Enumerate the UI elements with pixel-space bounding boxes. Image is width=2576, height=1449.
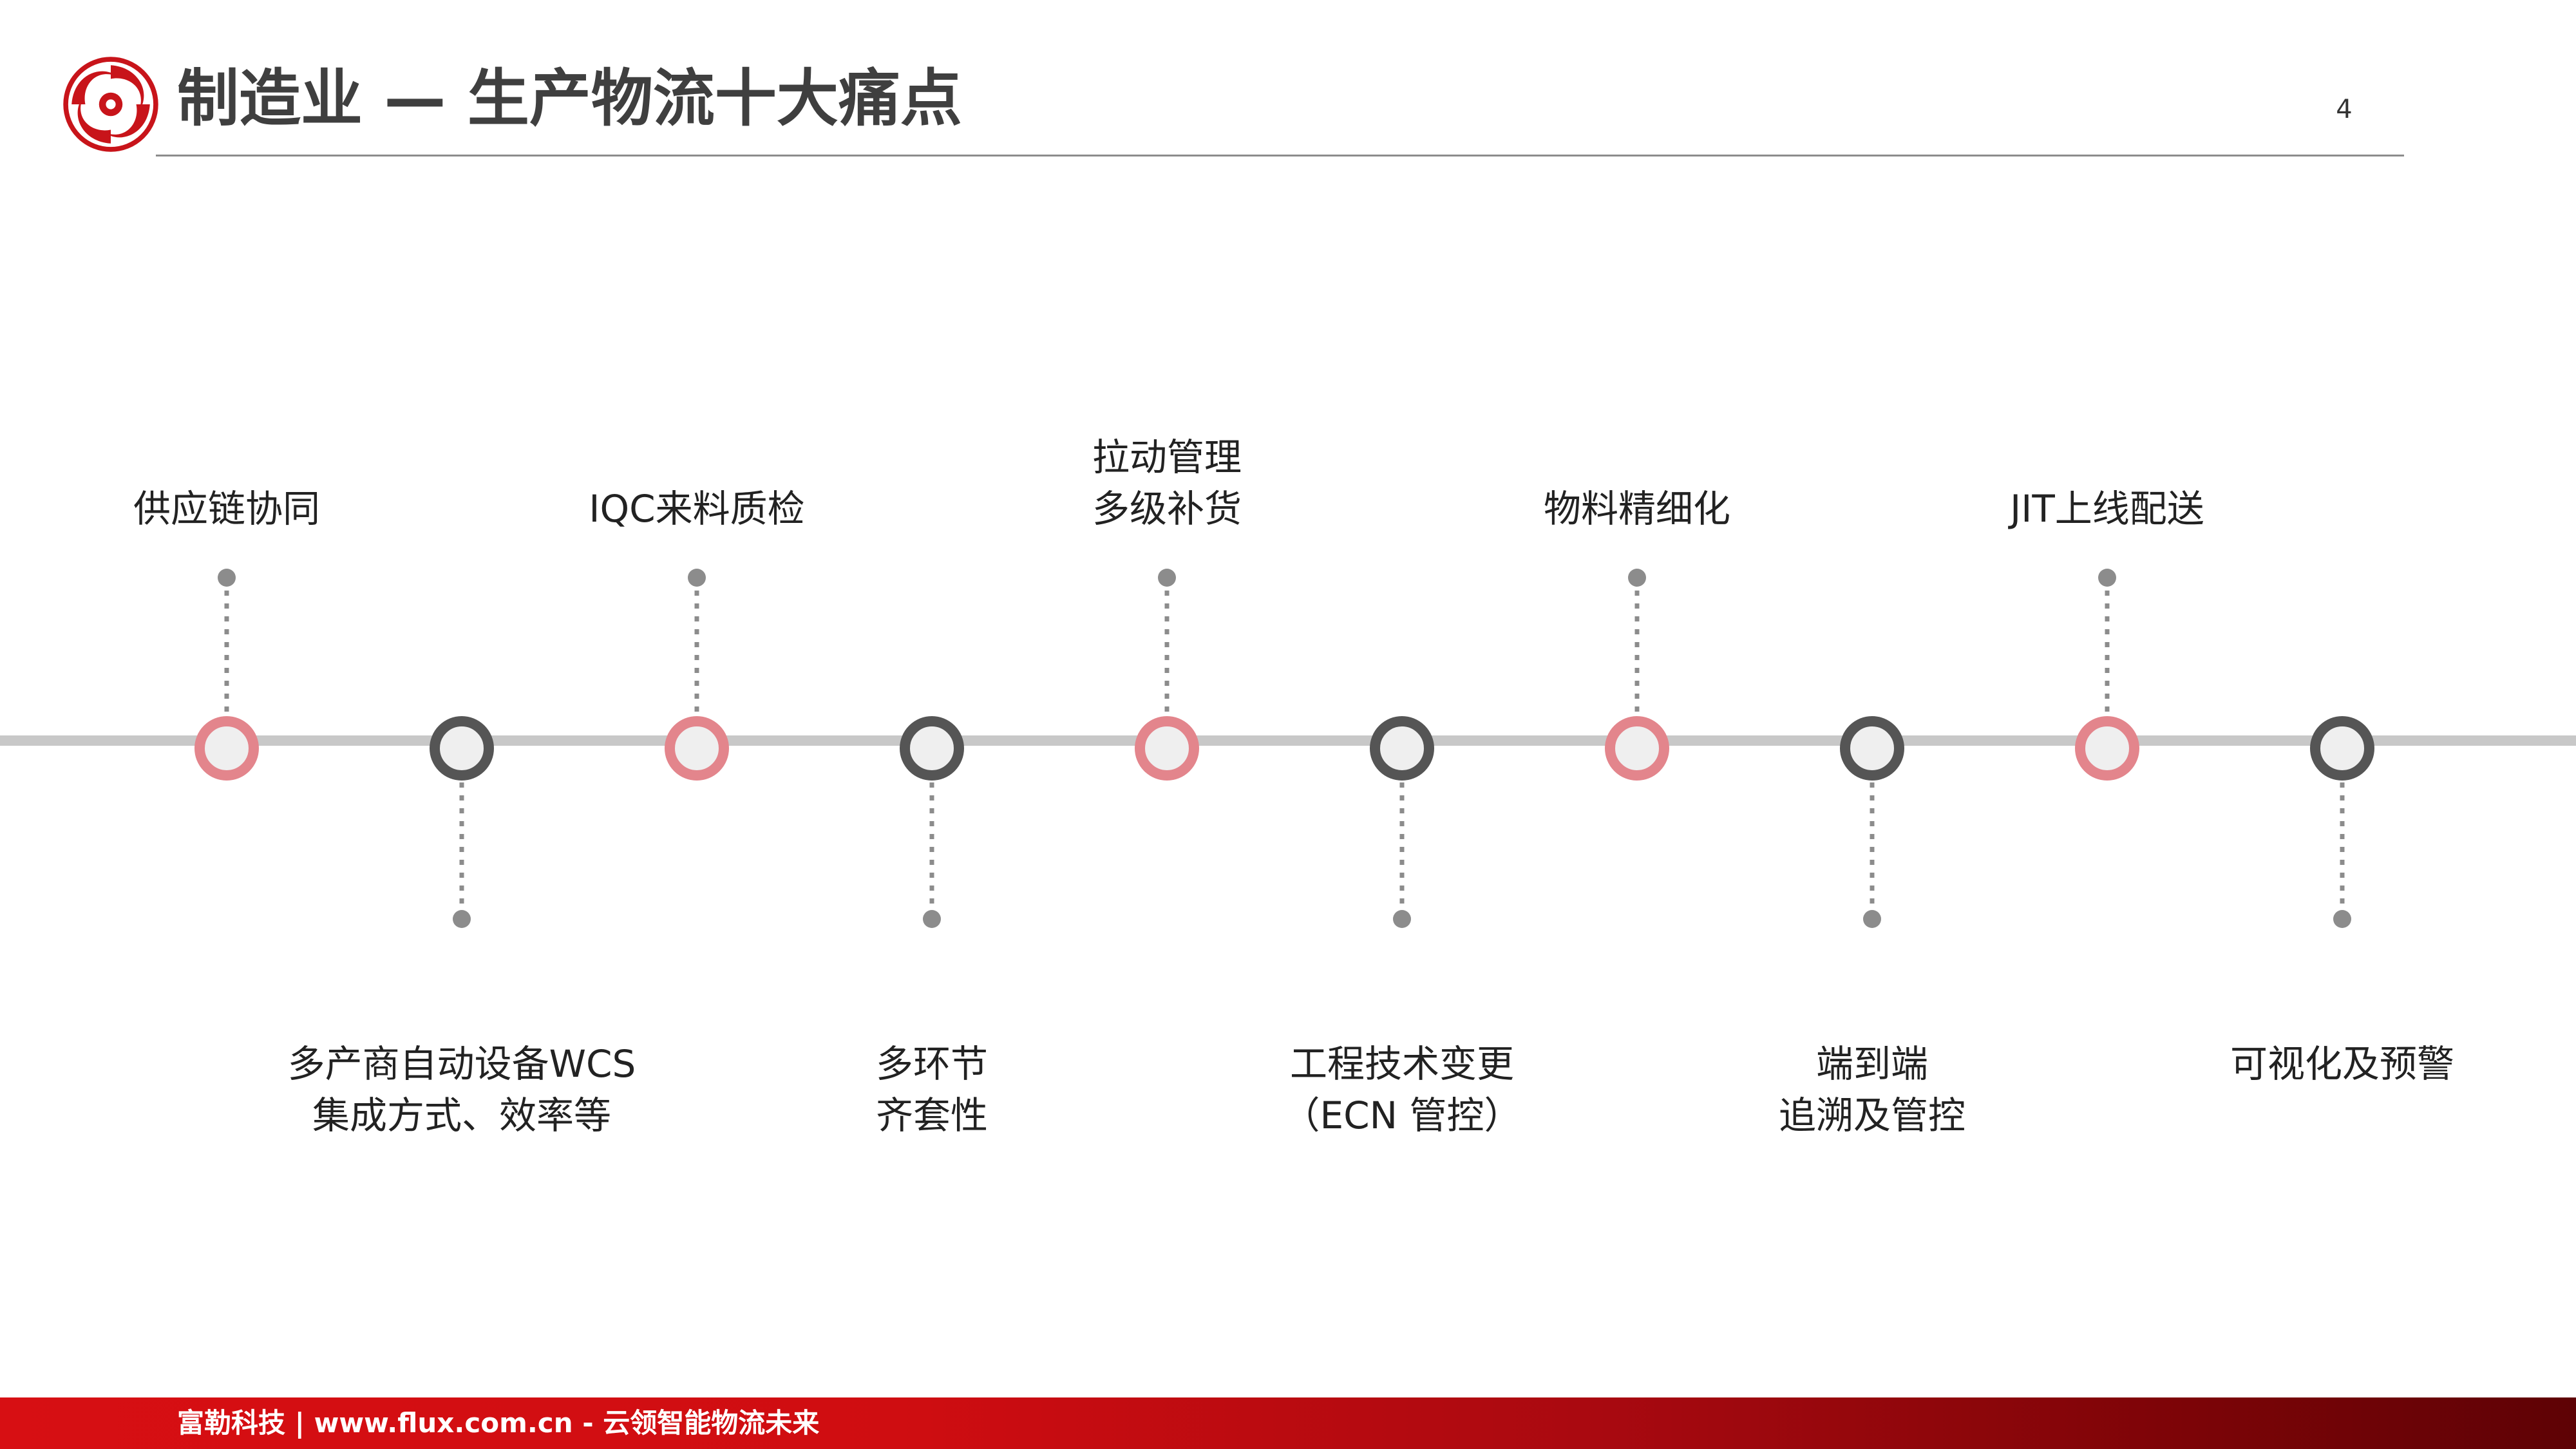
timeline-label-line: 拉动管理: [1092, 435, 1242, 479]
timeline-label-line: 可视化及预警: [2230, 1042, 2454, 1086]
red-swirl-logo-icon: [63, 57, 158, 152]
connector-dot: [2098, 569, 2116, 587]
connector-dot: [2333, 910, 2351, 928]
timeline-label: 多环节齐套性: [706, 1038, 1157, 1141]
timeline-label: 可视化及预警: [2117, 1038, 2568, 1090]
connector-dot: [688, 569, 706, 587]
timeline-label: 端到端追溯及管控: [1647, 1038, 2098, 1141]
timeline-label-line: 齐套性: [875, 1094, 988, 1137]
timeline-label: JIT上线配送: [1882, 483, 2333, 535]
timeline-label: IQC来料质检: [471, 483, 922, 535]
connector-dot: [1393, 910, 1411, 928]
page-number: 4: [2336, 95, 2353, 124]
logo: [62, 55, 160, 153]
timeline-label-line: 多级补货: [1092, 487, 1242, 531]
timeline-label-line: （ECN 管控）: [1282, 1094, 1522, 1137]
timeline-label-line: 多产商自动设备WCS: [287, 1042, 636, 1086]
connector-dot: [1628, 569, 1646, 587]
timeline-label-line: 端到端: [1815, 1042, 1928, 1086]
timeline-label: 拉动管理多级补货: [942, 431, 1392, 535]
timeline-label: 多产商自动设备WCS 集成方式、效率等: [236, 1038, 687, 1141]
timeline-node: [1135, 716, 1199, 781]
timeline-label: 物料精细化: [1412, 483, 1862, 535]
footer-text: 富勒科技 | www.flux.com.cn - 云领智能物流未来: [177, 1407, 820, 1439]
connector-dot: [923, 910, 941, 928]
timeline-label-line: 追溯及管控: [1778, 1094, 1965, 1137]
timeline-label-line: 集成方式、效率等: [312, 1094, 611, 1137]
connector-dot: [1863, 910, 1881, 928]
timeline-label: 供应链协同: [1, 483, 452, 535]
timeline-label-line: 供应链协同: [133, 487, 320, 531]
timeline-node: [665, 716, 729, 781]
footer-bar: [0, 1397, 2576, 1449]
timeline-label-line: 工程技术变更: [1289, 1042, 1514, 1086]
timeline-node: [194, 716, 259, 781]
timeline-label-line: 物料精细化: [1543, 487, 1730, 531]
timeline-node: [430, 716, 494, 781]
timeline-label-line: IQC来料质检: [589, 487, 805, 531]
timeline-node: [1840, 716, 1904, 781]
timeline-label: 工程技术变更 （ECN 管控）: [1177, 1038, 1627, 1141]
connector-dot: [453, 910, 471, 928]
timeline-label-line: 多环节: [875, 1042, 988, 1086]
timeline-label-line: JIT上线配送: [2010, 487, 2204, 531]
connector-dot: [218, 569, 236, 587]
header-divider: [156, 155, 2404, 156]
timeline-node: [2310, 716, 2374, 781]
timeline-node: [900, 716, 964, 781]
page-title: 制造业 — 生产物流十大痛点: [177, 62, 962, 135]
timeline-node: [1370, 716, 1434, 781]
timeline-node: [2075, 716, 2139, 781]
connector-dot: [1158, 569, 1176, 587]
timeline-node: [1605, 716, 1669, 781]
